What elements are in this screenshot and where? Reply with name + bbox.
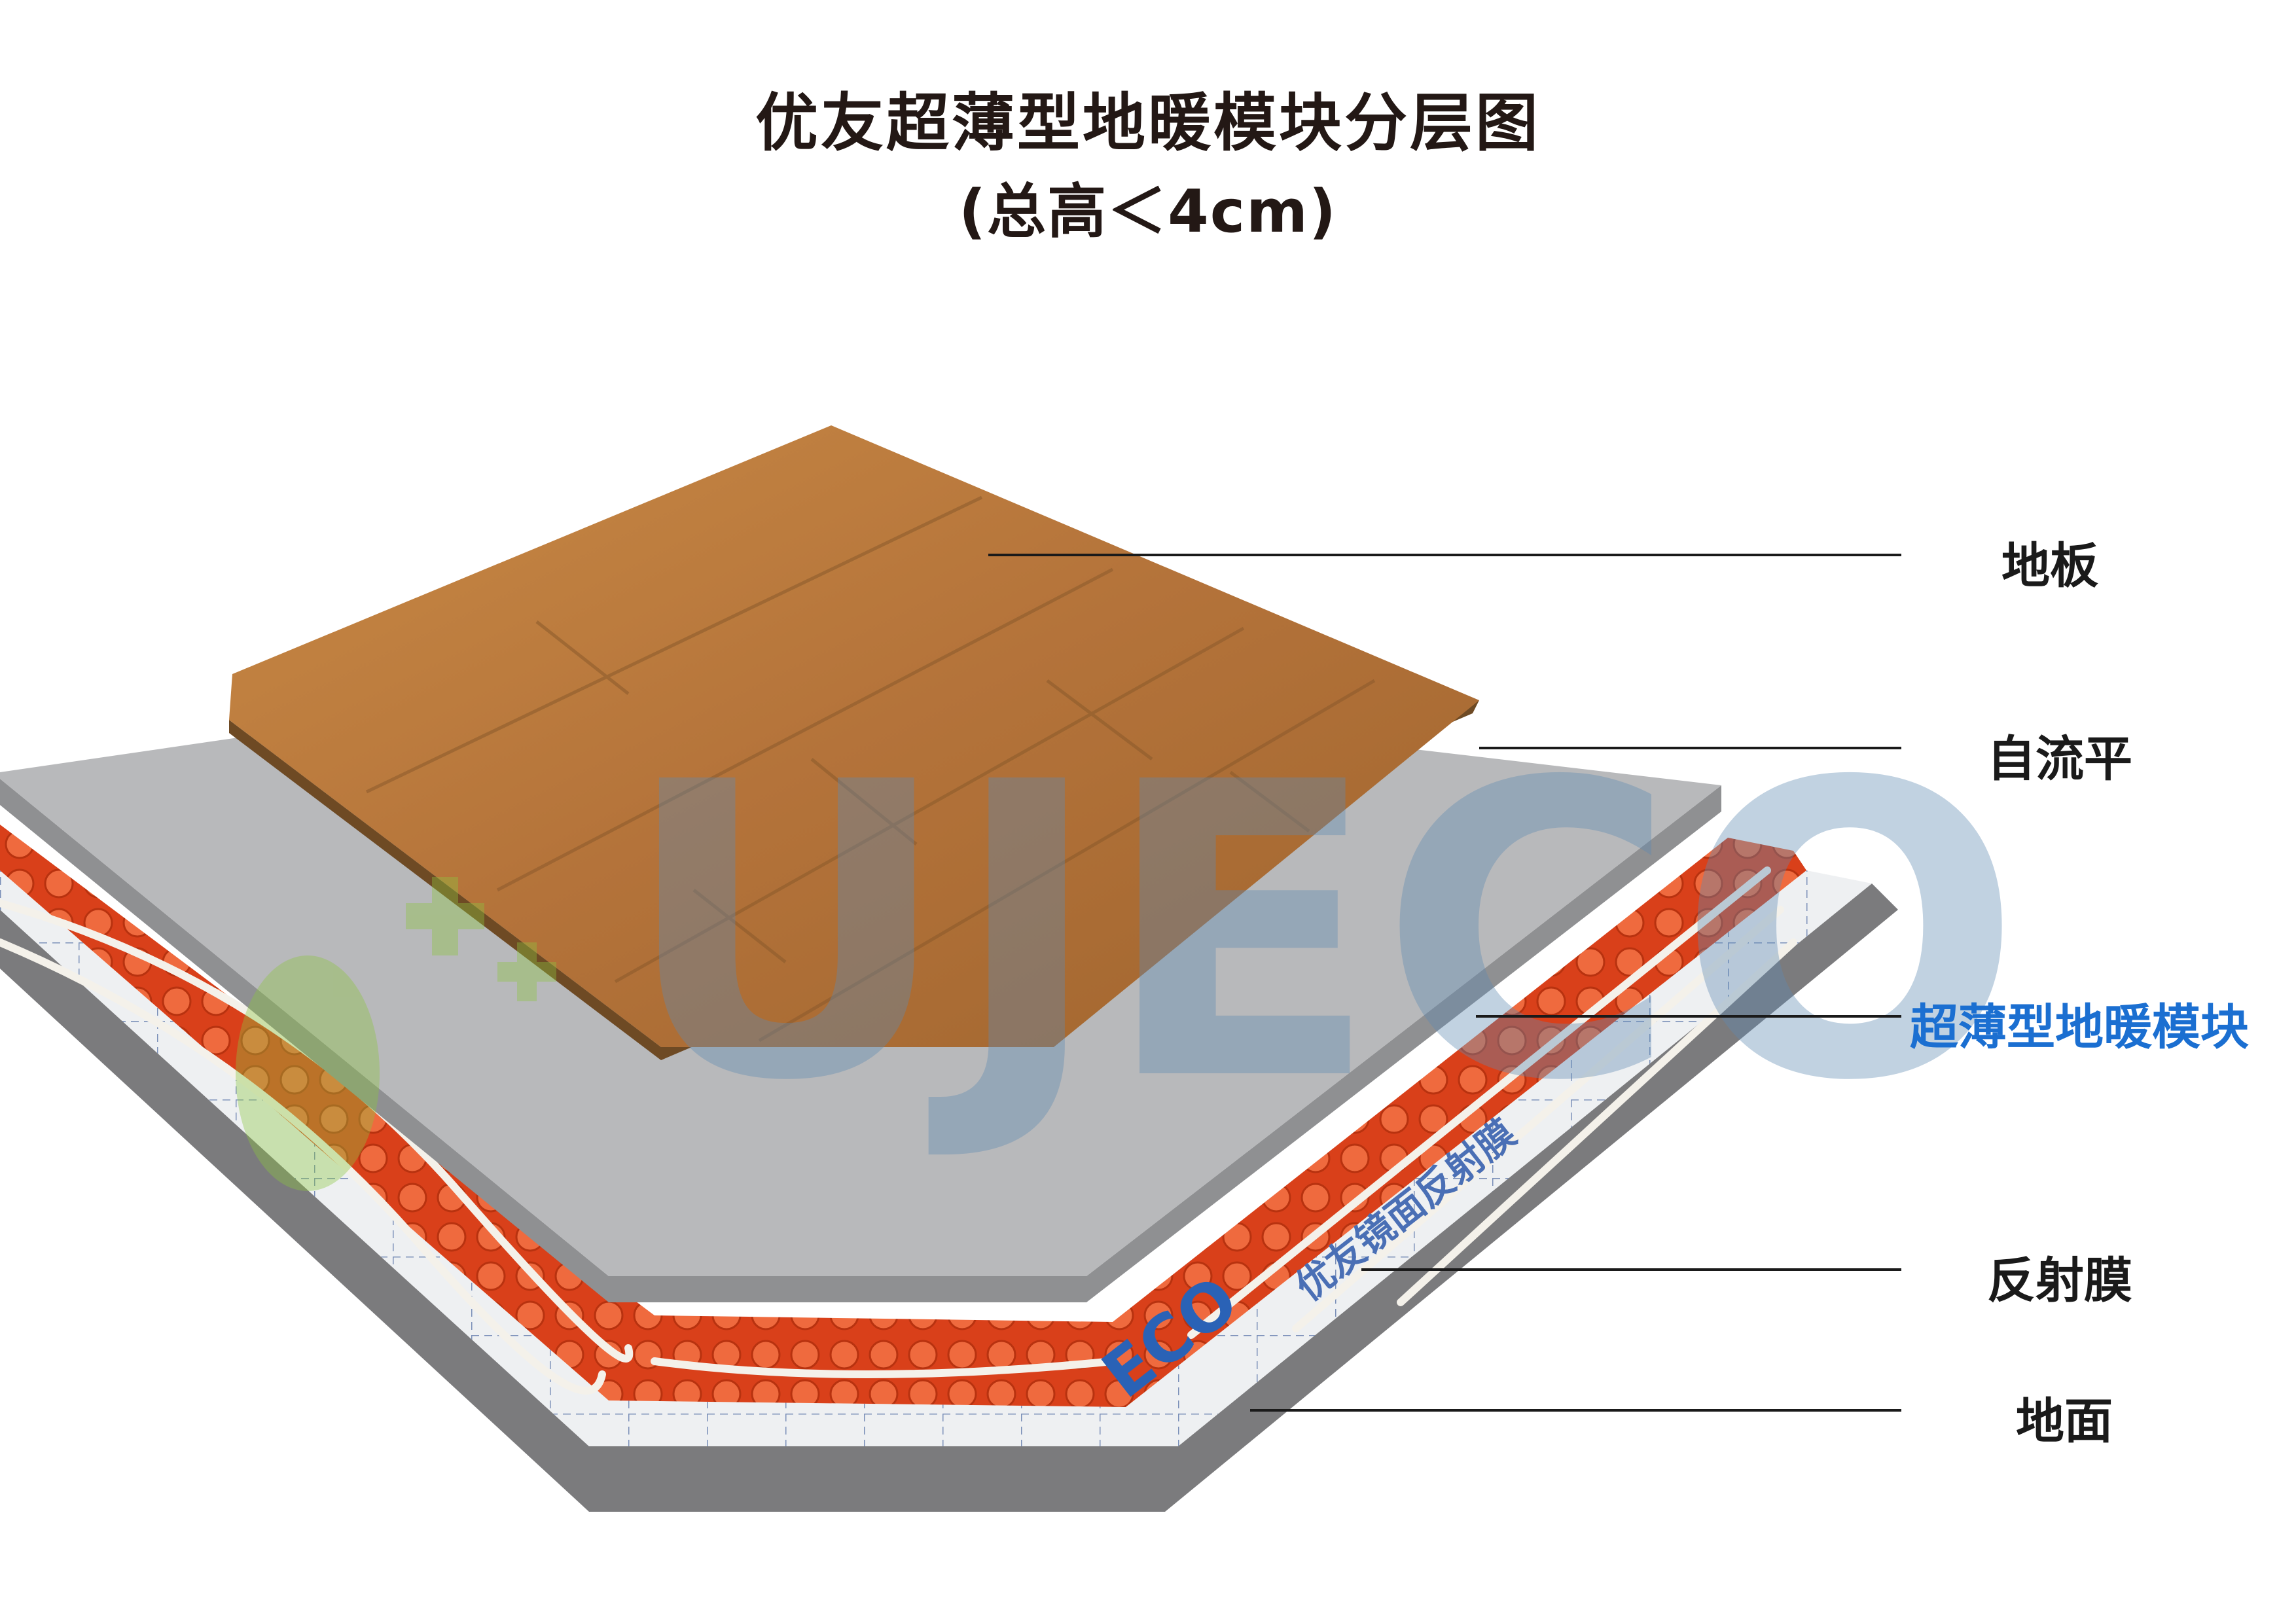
label-self-level: 自流平 bbox=[1987, 731, 2132, 787]
page-subtitle: (总高＜4cm) bbox=[958, 177, 1338, 246]
leader-lines bbox=[988, 554, 1901, 1412]
label-module: 超薄型地暖模块 bbox=[1910, 999, 2249, 1056]
label-ground: 地面 bbox=[2016, 1393, 2113, 1450]
heating-pipes bbox=[0, 866, 1797, 1395]
module-layer bbox=[0, 825, 1806, 1407]
ground-layer bbox=[0, 851, 1898, 1512]
label-film: 反射膜 bbox=[1987, 1253, 2132, 1309]
page-title: 优友超薄型地暖模块分层图 bbox=[755, 86, 1541, 160]
watermark-text: UJECO bbox=[622, 698, 2022, 1169]
watermark-logo: UJECO bbox=[236, 698, 2022, 1191]
label-floor: 地板 bbox=[2001, 538, 2098, 594]
floor-layer bbox=[229, 425, 1479, 1047]
floor-planks bbox=[365, 495, 1376, 1043]
